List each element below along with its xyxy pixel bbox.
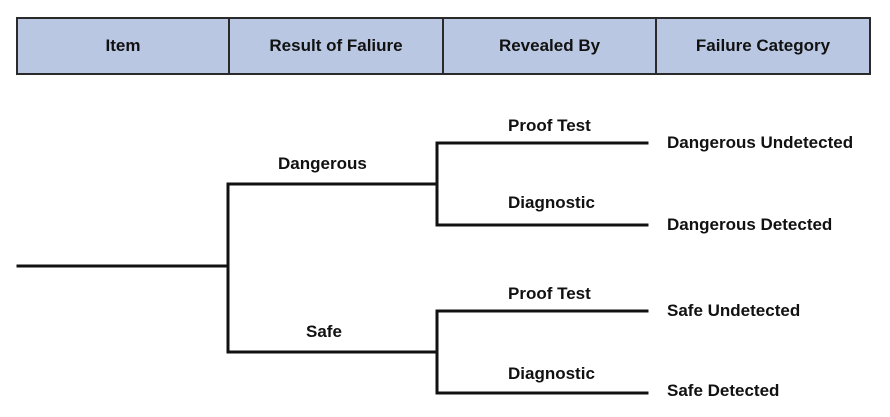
category-dangerous-undetected: Dangerous Undetected [667, 133, 854, 152]
result-dangerous-label: Dangerous [278, 154, 367, 173]
header-failure-category: Failure Category [695, 36, 831, 55]
category-dangerous-detected: Dangerous Detected [667, 215, 833, 234]
safe-diagnostic-label: Diagnostic [508, 364, 595, 383]
category-safe-detected: Safe Detected [667, 381, 780, 400]
header-item: Item [18, 19, 230, 73]
safe-proof-test-label: Proof Test [508, 284, 591, 303]
dangerous-diagnostic-label: Diagnostic [508, 193, 595, 212]
header-table: Item Result of Faliure Revealed By Failu… [16, 17, 871, 75]
result-safe-label: Safe [306, 322, 342, 341]
header-result-of-failure: Result of Faliure [230, 19, 444, 73]
dangerous-proof-test-label: Proof Test [508, 116, 591, 135]
category-safe-undetected: Safe Undetected [667, 301, 801, 320]
header-revealed-by: Revealed By [444, 19, 657, 73]
